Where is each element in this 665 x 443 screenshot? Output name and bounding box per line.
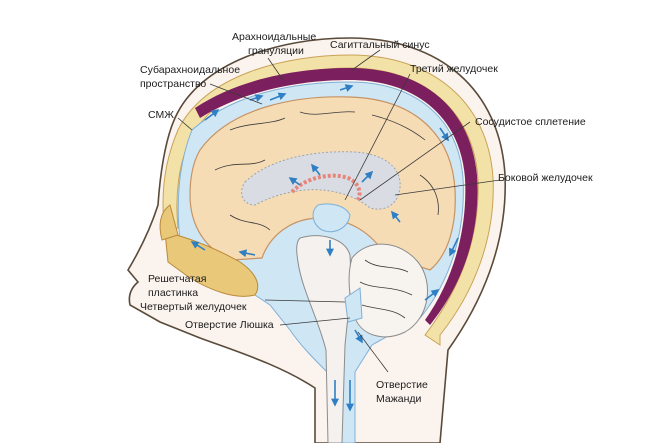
gyri-lines <box>214 111 439 231</box>
csf-flow-arrow-icon <box>190 84 459 412</box>
leader-lines <box>177 49 501 373</box>
label-csf: СМЖ <box>148 109 174 121</box>
choroid-plexus <box>290 173 362 201</box>
label-cribriform-plate-1: Решетчатая <box>148 273 206 285</box>
label-fourth-ventricle: Четвертый желудочек <box>140 301 247 313</box>
label-subarachnoid-space-1: Субарахноидальное <box>140 64 240 76</box>
cerebellum-folia <box>359 259 413 319</box>
label-foramen-luschka: Отверстие Люшка <box>185 319 274 331</box>
third-ventricle <box>312 203 351 233</box>
fourth-ventricle <box>344 287 363 323</box>
skull-bone <box>162 54 494 346</box>
label-sagittal-sinus: Сагиттальный синус <box>330 39 430 51</box>
label-choroid-plexus: Сосудистое сплетение <box>475 116 586 128</box>
brainstem <box>296 235 352 443</box>
label-foramen-magendie-1: Отверстие <box>376 379 428 391</box>
label-cribriform-plate-2: пластинка <box>148 287 198 299</box>
label-subarachnoid-space-2: пространство <box>140 78 206 90</box>
sagittal-sinus <box>195 68 478 325</box>
label-lateral-ventricle: Боковой желудочек <box>498 172 593 184</box>
cribriform-region <box>164 231 259 297</box>
label-arachnoid-granulations-2: грануляции <box>248 45 304 57</box>
label-foramen-magendie-2: Мажанди <box>376 393 421 405</box>
nasal-bone <box>159 204 179 241</box>
label-third-ventricle: Третий желудочек <box>410 63 498 75</box>
label-arachnoid-granulations-1: Арахноидальные <box>232 31 316 43</box>
